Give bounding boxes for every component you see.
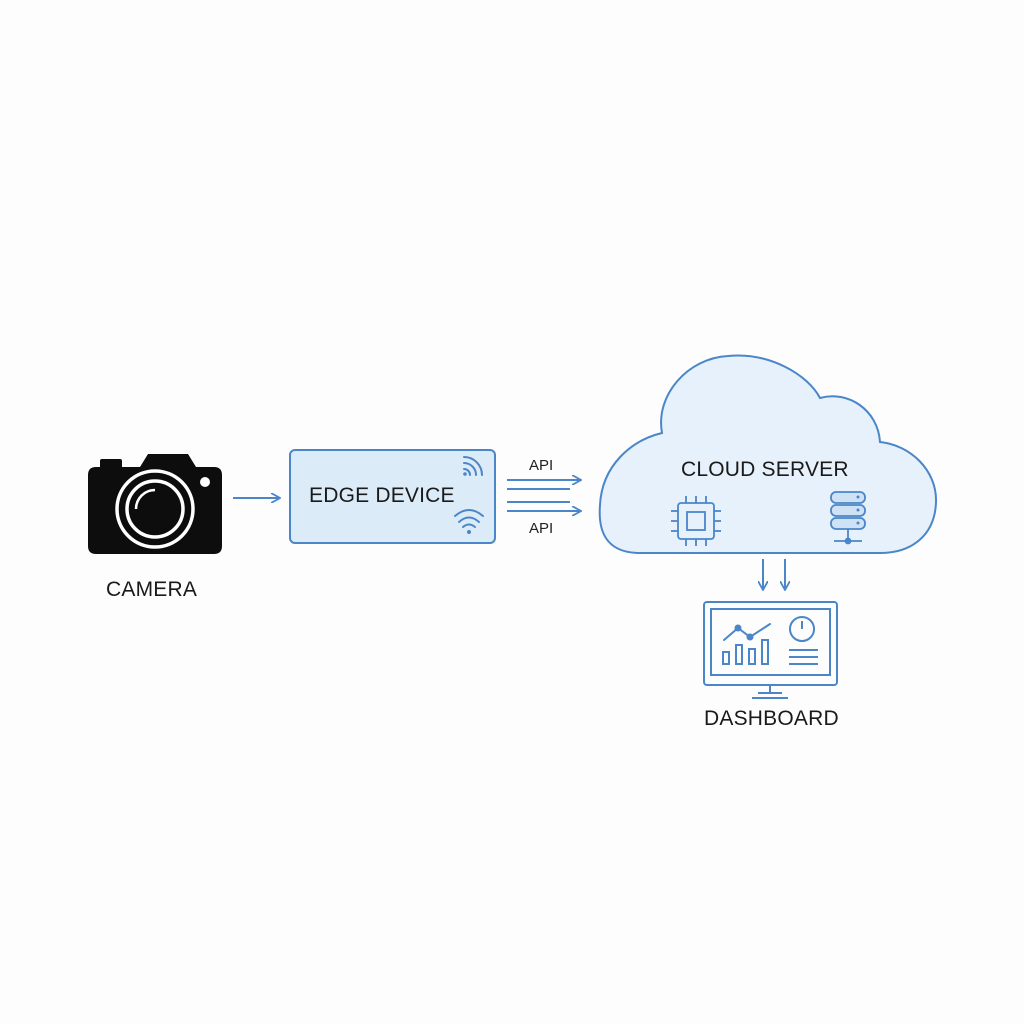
wifi-signal-icon: [463, 456, 483, 476]
api-bottom-label: API: [529, 520, 554, 537]
cloud-server-label: CLOUD SERVER: [681, 458, 849, 481]
wifi-icon: [454, 509, 484, 534]
cpu-chip-icon: [671, 496, 721, 546]
api-top-arrows: [507, 480, 580, 490]
api-top-label: API: [529, 457, 554, 474]
camera-icon: [88, 454, 222, 554]
api-bottom-arrows: [507, 501, 580, 511]
edge-device-label: EDGE DEVICE: [309, 484, 455, 507]
monitor-dashboard-icon: [703, 601, 838, 699]
camera-label: CAMERA: [106, 578, 198, 601]
database-server-icon: [830, 491, 866, 545]
dashboard-label: DASHBOARD: [704, 707, 839, 730]
cloud-server-shape: [598, 354, 938, 554]
edge-device-box: [289, 449, 496, 544]
